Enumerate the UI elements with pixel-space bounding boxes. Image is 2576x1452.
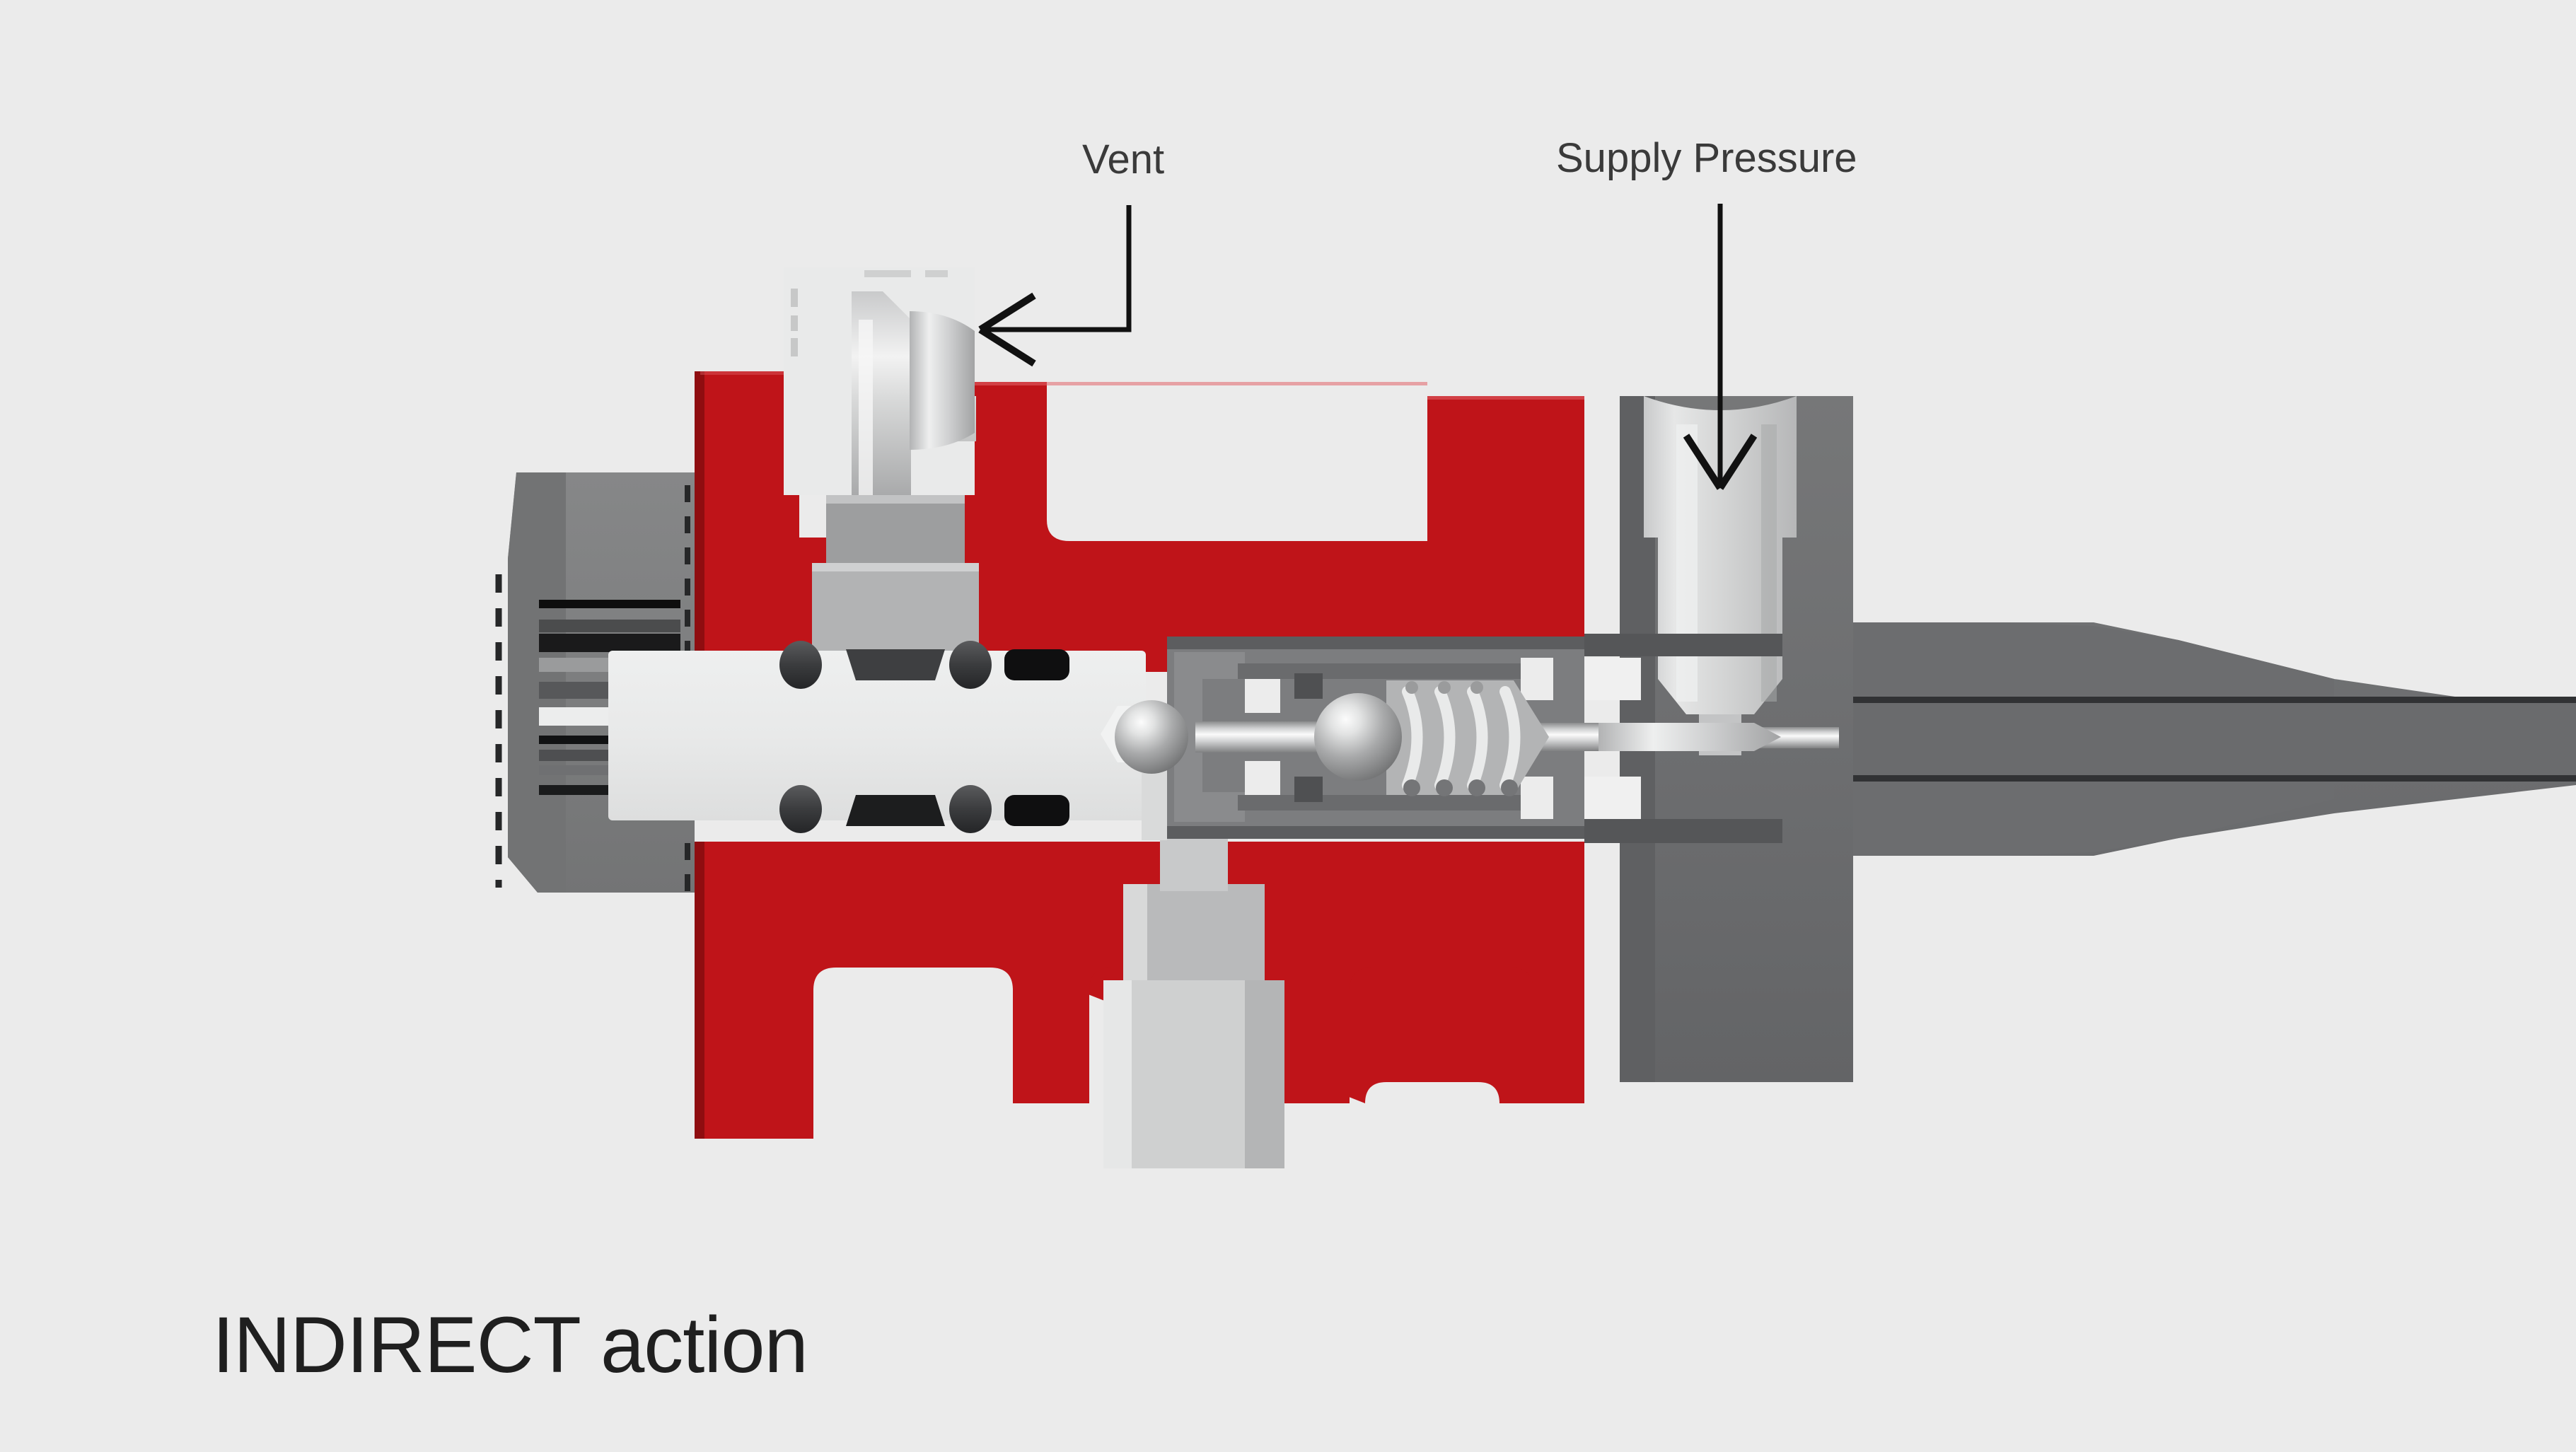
vent-leader-line bbox=[980, 205, 1132, 332]
annotation-supply-pressure: Supply Pressure bbox=[1556, 135, 1857, 490]
valve-cross-section bbox=[495, 267, 2576, 1168]
lower-port-stem bbox=[1103, 835, 1284, 1168]
red-body-left-edge bbox=[695, 371, 704, 665]
output-shaft bbox=[1853, 697, 2576, 782]
supply-pressure-label: Supply Pressure bbox=[1556, 135, 1857, 181]
seal-seat bbox=[846, 649, 945, 680]
annotation-vent: Vent bbox=[978, 137, 1164, 367]
o-ring bbox=[949, 785, 992, 833]
o-ring bbox=[779, 641, 822, 689]
ball-poppet-left bbox=[1115, 700, 1188, 774]
seal-band bbox=[1004, 795, 1069, 826]
vent-arrowhead bbox=[978, 292, 1036, 367]
o-ring bbox=[949, 641, 992, 689]
seal-band bbox=[1004, 649, 1069, 680]
vent-label: Vent bbox=[1082, 137, 1164, 182]
page-title: INDIRECT action bbox=[212, 1301, 808, 1389]
gray-actuator-housing bbox=[1620, 396, 2576, 1082]
ball-poppet-right bbox=[1314, 693, 1402, 781]
annotation-layer: Vent Supply Pressure bbox=[978, 135, 1857, 490]
supply-pressure-arrowhead bbox=[1683, 434, 1758, 490]
seal-seat bbox=[846, 795, 945, 826]
coil-spring bbox=[1386, 680, 1549, 796]
o-ring bbox=[779, 785, 822, 833]
right-seat-sleeve bbox=[1584, 634, 1782, 843]
red-valve-body bbox=[695, 371, 1584, 1139]
